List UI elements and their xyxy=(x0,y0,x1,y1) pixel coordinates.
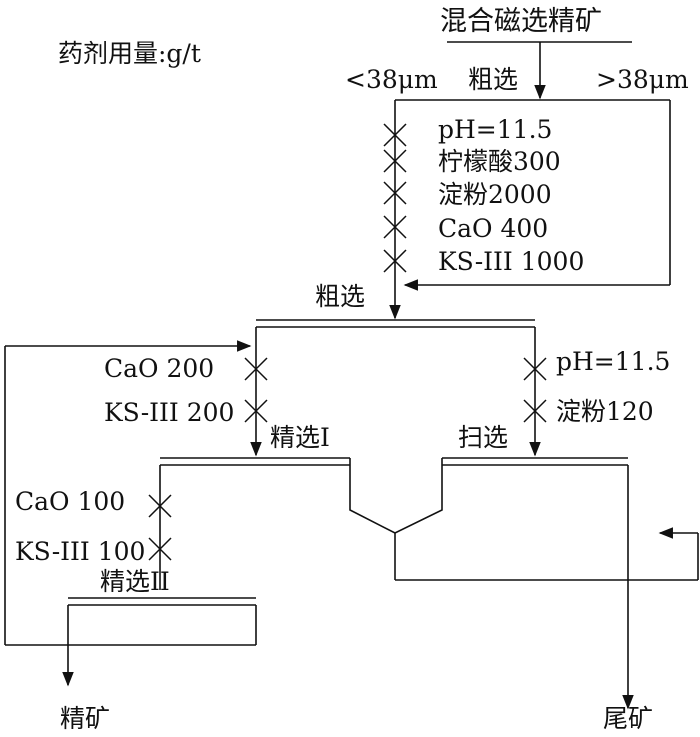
rougher-reagent-4: CaO 400 xyxy=(438,214,548,243)
scavenger-reagent-crosses xyxy=(523,357,547,423)
rougher-label: 粗选 xyxy=(315,282,365,311)
fine-fraction-label: <38μm xyxy=(345,65,438,94)
rougher-reagent-5: KS-III 1000 xyxy=(438,247,584,276)
coarse-fraction-label: >38μm xyxy=(596,65,689,94)
cleaner2-reagent-2: KS-III 100 xyxy=(15,537,145,566)
rougher-reagent-2: 柠檬酸300 xyxy=(438,147,561,176)
cleaner2-label: 精选II xyxy=(100,567,170,596)
cleaner1-label: 精选I xyxy=(270,423,330,452)
rougher-reagent-3: 淀粉2000 xyxy=(438,180,552,209)
cleaner2-reagent-crosses xyxy=(148,494,172,561)
cleaner1-reagent-1: CaO 200 xyxy=(104,354,214,383)
tailings-label: 尾矿 xyxy=(603,704,653,733)
dosage-note: 药剂用量:g/t xyxy=(58,39,201,68)
scavenger-label: 扫选 xyxy=(458,423,508,452)
middlings-funnel xyxy=(349,458,443,534)
rougher-reagent-crosses xyxy=(383,123,407,273)
cleaner1-reagent-2: KS-III 200 xyxy=(104,398,234,427)
scavenger-reagent-2: 淀粉120 xyxy=(556,397,654,426)
cleaner1-reagent-crosses xyxy=(244,357,268,423)
feed-label: 混合磁选精矿 xyxy=(440,6,602,37)
classification-label: 粗选 xyxy=(468,65,518,94)
concentrate-label: 精矿 xyxy=(60,704,110,733)
rougher-reagent-1: pH=11.5 xyxy=(438,115,552,144)
cleaner2-reagent-1: CaO 100 xyxy=(15,487,125,516)
scavenger-reagent-1: pH=11.5 xyxy=(556,347,670,376)
